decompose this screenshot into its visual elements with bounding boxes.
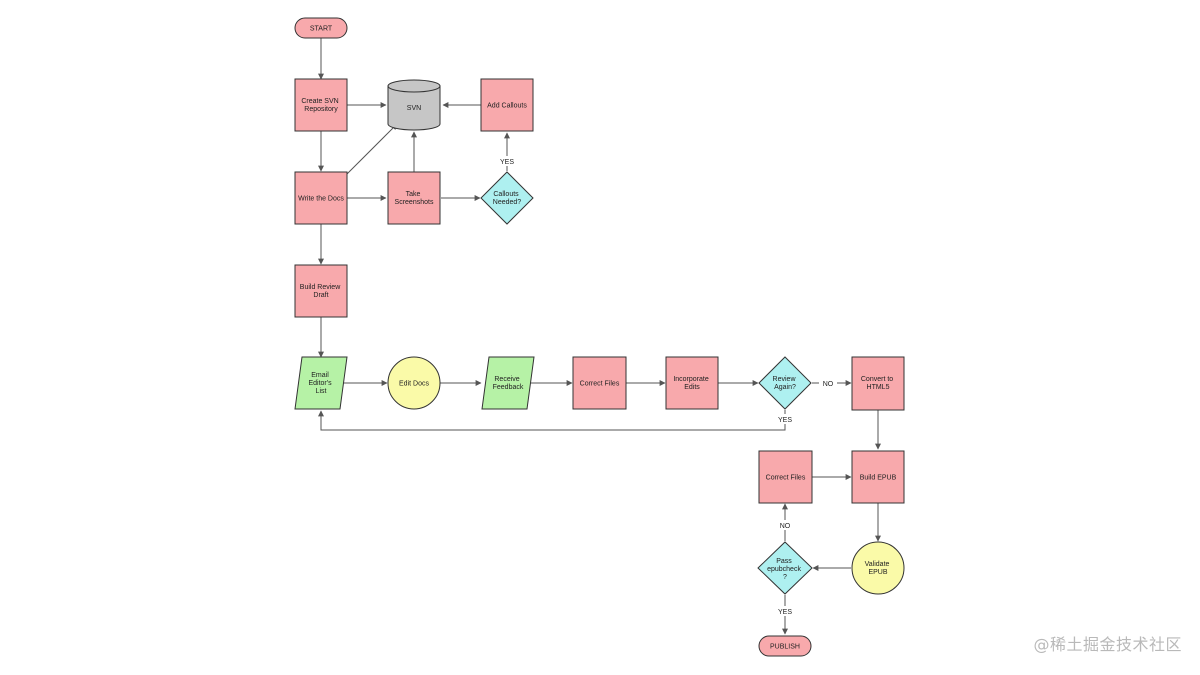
node-correct-files-review: Correct Files [572,356,627,410]
label-review-yes: YES [778,417,792,424]
node-review-again-line2: Again? [774,384,796,391]
node-incorporate-line2: Edits [684,384,700,391]
node-correct-files-2-label: Correct Files [766,475,806,482]
node-build-epub: Build EPUB [851,450,905,504]
svg-text:Pass epubcheck: Pass epubcheck ? [767,558,803,581]
label-callouts-yes: YES [500,159,514,166]
node-publish-label: PUBLISH [770,644,800,651]
node-correct-files-epub: Correct Files [758,450,813,504]
label-epubcheck-yes: YES [778,609,792,616]
node-svn-database: SVN [387,79,441,131]
node-incorporate-line1: Incorporate [673,376,709,383]
node-start-label: START [310,26,333,33]
edge-review-again-loop-to-email [318,410,786,431]
node-epubcheck-line2: epubcheck [767,566,801,573]
node-publish: PUBLISH [758,635,812,657]
svg-text:Validate EPUB: Validate EPUB [865,561,892,576]
node-build-epub-label: Build EPUB [860,475,897,482]
node-convert-line1: Convert to [861,376,893,383]
node-review-again-decision: Review Again? [758,356,812,410]
watermark-text: @稀土掘金技术社区 [1033,635,1182,654]
node-create-svn-repository: Create SVN Repository [294,78,348,132]
node-epubcheck-line3: ? [783,574,787,581]
node-svn-label: SVN [407,105,421,112]
node-write-docs-label: Write the Docs [298,196,344,203]
node-create-svn-line1: Create SVN [301,98,338,105]
node-email-line1: Email [311,372,329,379]
svg-text:Receive Feedback: Receive Feedback [493,376,524,391]
svg-text:Create SVN Repository: Create SVN Repository [301,98,340,113]
node-email-line3: List [316,388,327,395]
svg-text:Incorporate Edits: Incorporate Edits [673,376,710,391]
node-build-review-draft: Build Review Draft [294,264,348,318]
node-feedback-line2: Feedback [493,384,524,391]
svg-text:Build Review Draft: Build Review Draft [300,284,342,299]
node-take-screenshots: Take Screenshots [387,171,441,225]
node-callouts-needed-decision: Callouts Needed? [480,171,534,225]
node-write-the-docs: Write the Docs [294,171,348,225]
node-validate-epub: Validate EPUB [851,541,905,595]
label-epubcheck-no: NO [780,523,791,530]
svg-text:Convert to HTML5: Convert to HTML5 [861,376,895,391]
node-convert-line2: HTML5 [867,384,890,391]
node-receive-feedback: Receive Feedback [481,356,535,410]
node-feedback-line1: Receive [494,376,519,383]
node-edit-docs: Edit Docs [387,356,441,410]
node-edit-docs-label: Edit Docs [399,381,429,388]
node-add-callouts: Add Callouts [480,78,534,132]
node-incorporate-edits: Incorporate Edits [665,356,719,410]
svg-text:Callouts Needed?: Callouts Needed? [493,191,522,206]
node-convert-to-html5: Convert to HTML5 [851,356,905,411]
node-screenshots-line2: Screenshots [395,199,434,206]
node-pass-epubcheck-decision: Pass epubcheck ? [757,541,813,595]
node-start: START [294,17,348,39]
node-callouts-needed-line1: Callouts [493,191,519,198]
svg-text:Review Again?: Review Again? [773,376,798,391]
node-review-again-line1: Review [773,376,797,383]
node-epubcheck-line1: Pass [776,558,792,565]
node-correct-files-1-label: Correct Files [580,381,620,388]
svg-text:Take Screenshots: Take Screenshots [395,191,434,206]
node-validate-line2: EPUB [868,569,887,576]
node-email-line2: Editor's [308,380,332,387]
node-callouts-needed-line2: Needed? [493,199,522,206]
node-create-svn-line2: Repository [304,106,338,113]
node-email-editors-list: Email Editor's List [294,356,348,410]
label-review-no: NO [823,381,834,388]
edge-write-docs-to-svn [346,123,398,175]
node-validate-line1: Validate [865,561,890,568]
node-screenshots-line1: Take [406,191,421,198]
node-build-review-line2: Draft [313,292,328,299]
node-build-review-line1: Build Review [300,284,341,291]
svg-text:Email Editor's: Email Editor's List [308,372,333,395]
node-add-callouts-label: Add Callouts [487,103,527,110]
